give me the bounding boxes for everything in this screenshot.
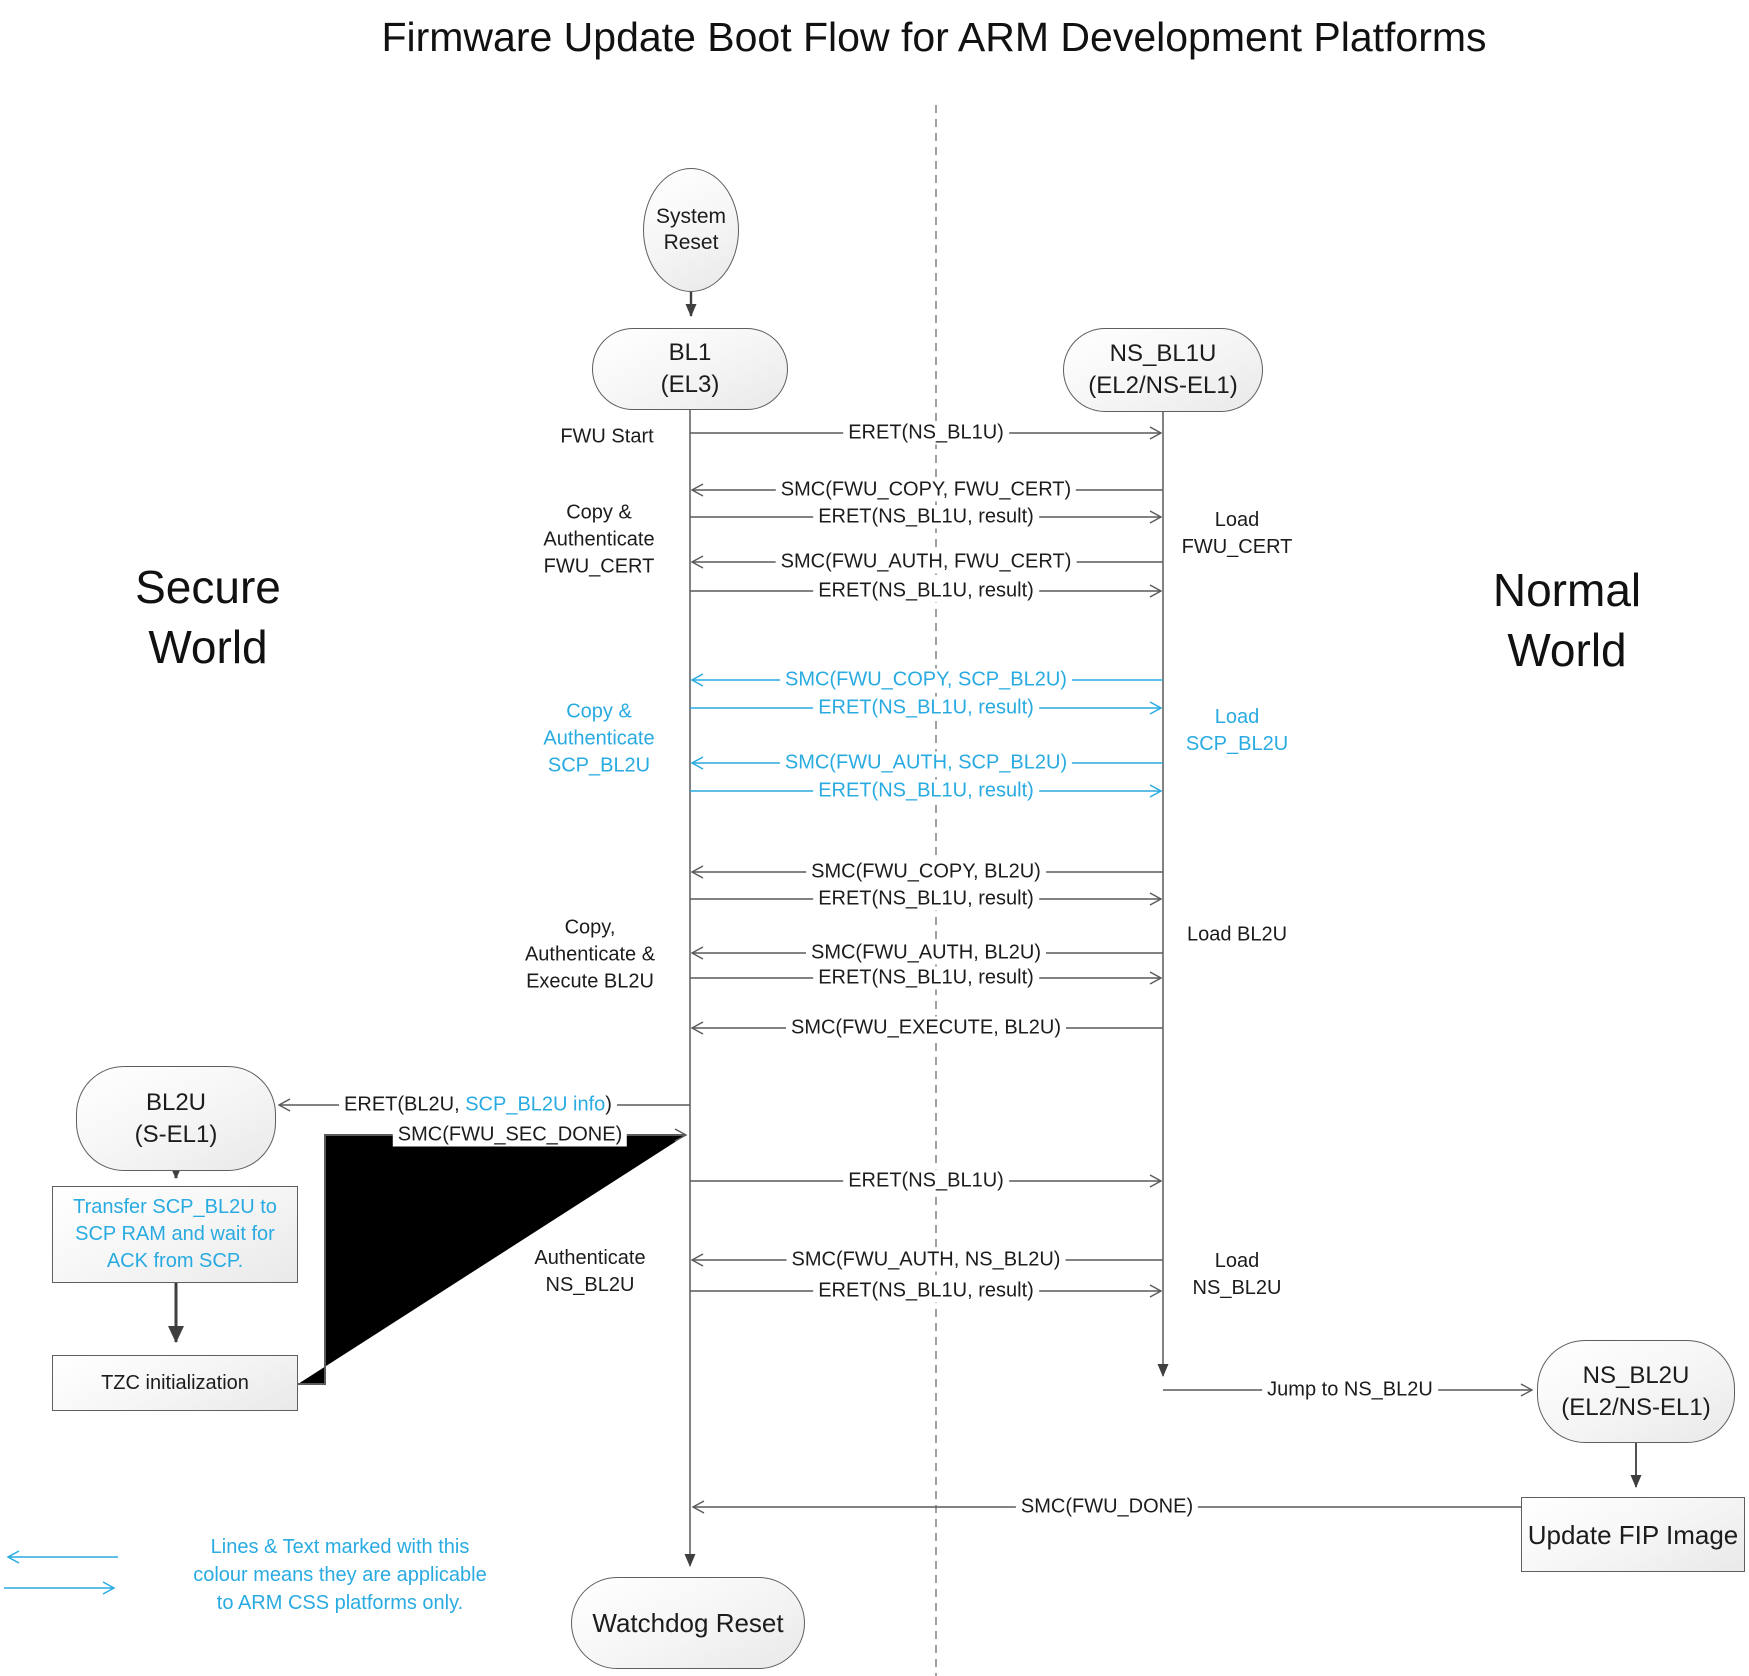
msg-smc-copy-fwu-cert: SMC(FWU_COPY, FWU_CERT) [775,478,1077,502]
msg-eret-ns-bl1u-2: ERET(NS_BL1U) [843,1169,1009,1193]
label-copy-auth-exec-bl2u: Copy, Authenticate & Execute BL2U [524,916,656,993]
label-authenticate-ns-bl2u: Authenticate NS_BL2U [534,1247,646,1296]
node-bl1: BL1 (EL3) [592,328,788,410]
msg-smc-auth-fwu-cert: SMC(FWU_AUTH, FWU_CERT) [775,550,1077,574]
flow-arrows [168,292,1642,1488]
label-copy-auth-scp-bl2u: Copy & Authenticate SCP_BL2U [543,700,655,777]
lifelines [684,410,1169,1567]
label-load-fwu-cert: Load FWU_CERT [1181,509,1293,558]
node-update-fip-image: Update FIP Image [1521,1497,1745,1572]
msg-eret-bl2u-highlight: SCP_BL2U info [465,1093,606,1116]
legend-arrows [4,1550,118,1595]
msg-eret-result-6: ERET(NS_BL1U, result) [813,966,1039,990]
msg-smc-fwu-sec-done: SMC(FWU_SEC_DONE) [392,1123,628,1147]
msg-eret-result-3: ERET(NS_BL1U, result) [813,696,1039,720]
normal-world-label: Normal World [1492,564,1642,676]
msg-jump-to-ns-bl2u: Jump to NS_BL2U [1262,1378,1438,1402]
page-title: Firmware Update Boot Flow for ARM Develo… [381,14,1487,60]
node-ns-bl2u: NS_BL2U (EL2/NS-EL1) [1537,1340,1735,1443]
msg-smc-execute-bl2u: SMC(FWU_EXECUTE, BL2U) [785,1016,1067,1040]
msg-eret-bl2u-suffix: ) [605,1093,612,1116]
label-load-scp-bl2u: Load SCP_BL2U [1185,706,1289,755]
msg-eret-bl2u-prefix: ERET(BL2U, [344,1093,466,1116]
msg-eret-result-2: ERET(NS_BL1U, result) [813,579,1039,603]
node-system-reset: System Reset [643,168,739,292]
msg-smc-copy-bl2u: SMC(FWU_COPY, BL2U) [806,860,1046,884]
node-watchdog-reset: Watchdog Reset [571,1577,805,1669]
label-load-bl2u: Load BL2U [1186,923,1288,946]
msg-eret-result-4: ERET(NS_BL1U, result) [813,779,1039,803]
msg-eret-bl2u-scp-info: ERET(BL2U, SCP_BL2U info) [339,1093,617,1117]
node-tzc-initialization: TZC initialization [52,1355,298,1411]
msg-eret-result-7: ERET(NS_BL1U, result) [813,1279,1039,1303]
legend-note: Lines & Text marked with this colour mea… [193,1536,487,1614]
label-fwu-start: FWU Start [560,425,654,448]
secure-world-label: Secure World [135,561,281,673]
msg-smc-auth-scp-bl2u: SMC(FWU_AUTH, SCP_BL2U) [779,751,1073,775]
label-copy-auth-fwu-cert: Copy & Authenticate FWU_CERT [543,501,655,578]
node-ns-bl1u: NS_BL1U (EL2/NS-EL1) [1063,328,1263,412]
label-load-ns-bl2u: Load NS_BL2U [1192,1250,1282,1299]
msg-eret-ns-bl1u: ERET(NS_BL1U) [843,421,1009,445]
msg-eret-result-1: ERET(NS_BL1U, result) [813,505,1039,529]
msg-smc-fwu-done: SMC(FWU_DONE) [1015,1495,1199,1519]
msg-smc-copy-scp-bl2u: SMC(FWU_COPY, SCP_BL2U) [780,668,1072,692]
msg-eret-result-5: ERET(NS_BL1U, result) [813,887,1039,911]
node-bl2u: BL2U (S-EL1) [76,1066,276,1171]
node-transfer-scp-bl2u: Transfer SCP_BL2U to SCP RAM and wait fo… [52,1186,298,1283]
msg-smc-auth-ns-bl2u: SMC(FWU_AUTH, NS_BL2U) [786,1248,1066,1272]
msg-smc-auth-bl2u: SMC(FWU_AUTH, BL2U) [805,941,1047,965]
